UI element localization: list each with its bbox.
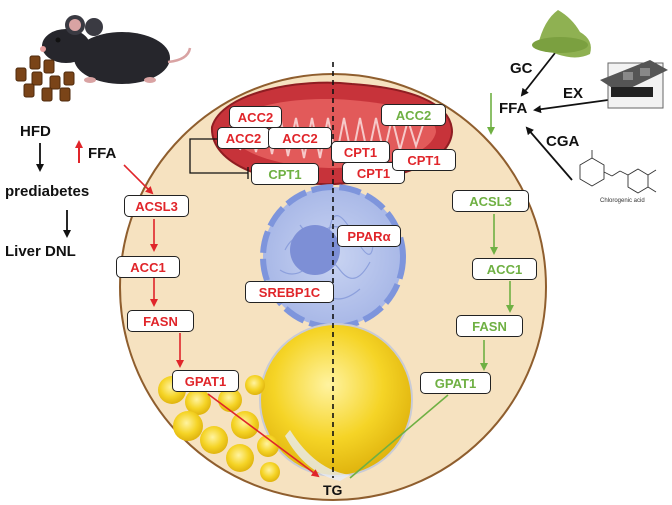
green-fasn: FASN	[456, 315, 523, 337]
cga-to-ffa-arrow	[525, 126, 573, 181]
red-gpat1-to-tg-arrow	[207, 393, 320, 478]
ffa-right-label: FFA	[499, 100, 528, 117]
mouse-icon	[40, 15, 192, 84]
cga-caption: Chlorogenic acid	[600, 198, 645, 204]
mito-acc2-red-2: ACC2	[217, 127, 270, 149]
ex-to-ffa-arrow	[533, 99, 609, 114]
mito-cpt1-red-2: CPT1	[342, 162, 405, 184]
mito-cpt1-green: CPT1	[251, 163, 319, 185]
chlorogenic-acid-structure-icon	[579, 150, 657, 194]
gc-label: GC	[510, 60, 533, 77]
green-acsl3: ACSL3	[452, 190, 529, 212]
lipid-droplets	[158, 323, 413, 482]
cga-label: CGA	[546, 133, 580, 150]
chow-pellets-icon	[15, 55, 75, 102]
gc-to-ffa-arrow	[520, 52, 556, 97]
ffa-left-label: FFA	[88, 145, 117, 162]
red-acc1: ACC1	[116, 256, 180, 278]
green-gpat1-to-tg-arrow	[349, 394, 449, 479]
mito-acc2-red-3: ACC2	[268, 127, 332, 149]
hfd-label: HFD	[20, 123, 51, 140]
red-acsl3: ACSL3	[124, 195, 189, 217]
mito-cpt1-red-3: CPT1	[392, 149, 456, 171]
mito-acc2-green: ACC2	[381, 104, 446, 126]
tg-label: TG	[323, 482, 343, 498]
liver-dnl-label: Liver DNL	[5, 243, 76, 260]
nucleus-ppara: PPARα	[337, 225, 401, 247]
red-fasn: FASN	[127, 310, 194, 332]
prediabetes-label: prediabetes	[5, 183, 90, 200]
nucleus	[260, 184, 406, 330]
ex-label: EX	[563, 85, 584, 102]
mito-acc2-red-1: ACC2	[229, 106, 282, 128]
red-gpat1: GPAT1	[172, 370, 239, 392]
green-powder-icon	[532, 10, 591, 58]
green-acc1: ACC1	[472, 258, 537, 280]
mito-cpt1-red-1: CPT1	[331, 141, 390, 163]
green-gpat1: GPAT1	[420, 372, 491, 394]
nucleus-srebp1c: SREBP1C	[245, 281, 334, 303]
treadmill-icon	[600, 60, 668, 109]
red-ffa-to-acsl3-arrow	[123, 164, 154, 195]
